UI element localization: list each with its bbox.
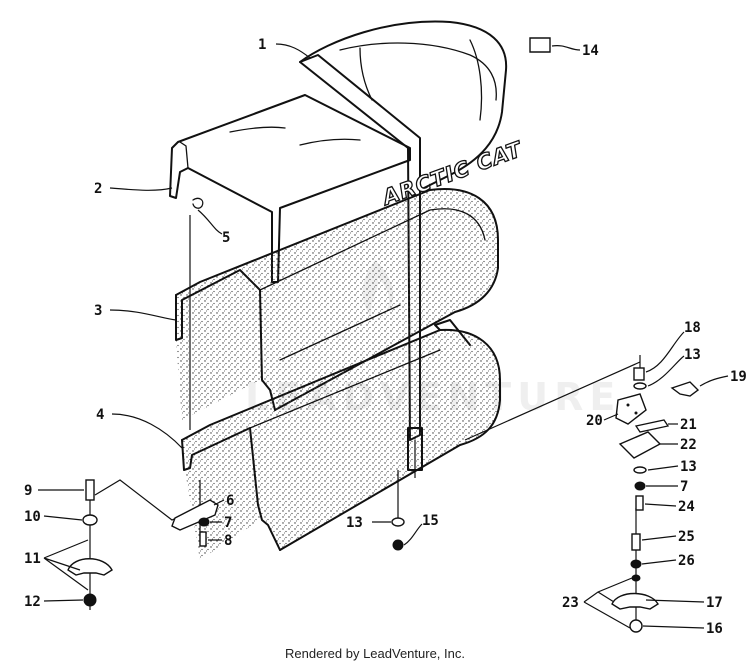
callout-5: 5 — [222, 230, 230, 246]
clip-19 — [670, 381, 700, 397]
nut-16 — [629, 619, 643, 633]
cushion-22 — [618, 431, 662, 459]
callout-19: 19 — [730, 369, 747, 385]
callout-23: 23 — [562, 595, 579, 611]
callout-6: 6 — [226, 493, 234, 509]
callout-21: 21 — [680, 417, 697, 433]
right-hardware — [611, 367, 700, 633]
callout-7-right: 7 — [680, 479, 688, 495]
footer-credit: Rendered by LeadVenture, Inc. — [285, 646, 465, 661]
bracket-6 — [171, 499, 219, 531]
callout-11: 11 — [24, 551, 41, 567]
callout-7: 7 — [224, 515, 232, 531]
washer-13b — [633, 382, 647, 390]
callout-4: 4 — [96, 407, 104, 423]
callout-10: 10 — [24, 509, 41, 525]
mount-11 — [67, 558, 113, 576]
nut-12 — [83, 593, 97, 607]
gasket-21 — [634, 419, 670, 433]
callout-22: 22 — [680, 437, 697, 453]
exploded-parts-diagram: LEADVENTURE ARCTIC CAT — [24, 20, 747, 637]
decal-14 — [529, 37, 551, 53]
center-bracket — [171, 499, 219, 547]
callout-24: 24 — [678, 499, 695, 515]
washer-26 — [630, 559, 642, 569]
callout-12: 12 — [24, 594, 41, 610]
callout-25: 25 — [678, 529, 695, 545]
screw-8 — [199, 531, 207, 547]
callout-17: 17 — [706, 595, 723, 611]
callout-13-mid: 13 — [680, 459, 697, 475]
washer-13c — [633, 466, 647, 474]
callouts: 1 2 3 4 5 6 7 8 9 10 11 12 14 13 15 18 1 — [24, 37, 747, 637]
washer-13a — [391, 517, 405, 527]
mount-23 — [611, 592, 659, 610]
middle-cowl — [175, 188, 499, 420]
bushing-18 — [633, 367, 645, 381]
callout-1: 1 — [258, 37, 266, 53]
clip-5 — [192, 197, 204, 209]
washer-7b — [634, 481, 646, 491]
callout-8: 8 — [224, 533, 232, 549]
callout-13-bottom: 13 — [346, 515, 363, 531]
lower-cowl — [181, 319, 501, 560]
callout-20: 20 — [586, 413, 603, 429]
callout-9: 9 — [24, 483, 32, 499]
washer-7 — [198, 517, 210, 527]
callout-16: 16 — [706, 621, 723, 637]
callout-3: 3 — [94, 303, 102, 319]
bottom-hardware — [391, 517, 405, 551]
callout-2: 2 — [94, 181, 102, 197]
callout-14: 14 — [582, 43, 599, 59]
nut-15 — [392, 539, 404, 551]
callout-15: 15 — [422, 513, 439, 529]
callout-26: 26 — [678, 553, 695, 569]
screw-24 — [635, 495, 644, 511]
callout-13-top: 13 — [684, 347, 701, 363]
bolt-25 — [631, 533, 641, 551]
washer-10 — [82, 514, 98, 526]
callout-18: 18 — [684, 320, 701, 336]
bolt-9 — [85, 479, 95, 501]
left-hardware — [67, 479, 113, 607]
